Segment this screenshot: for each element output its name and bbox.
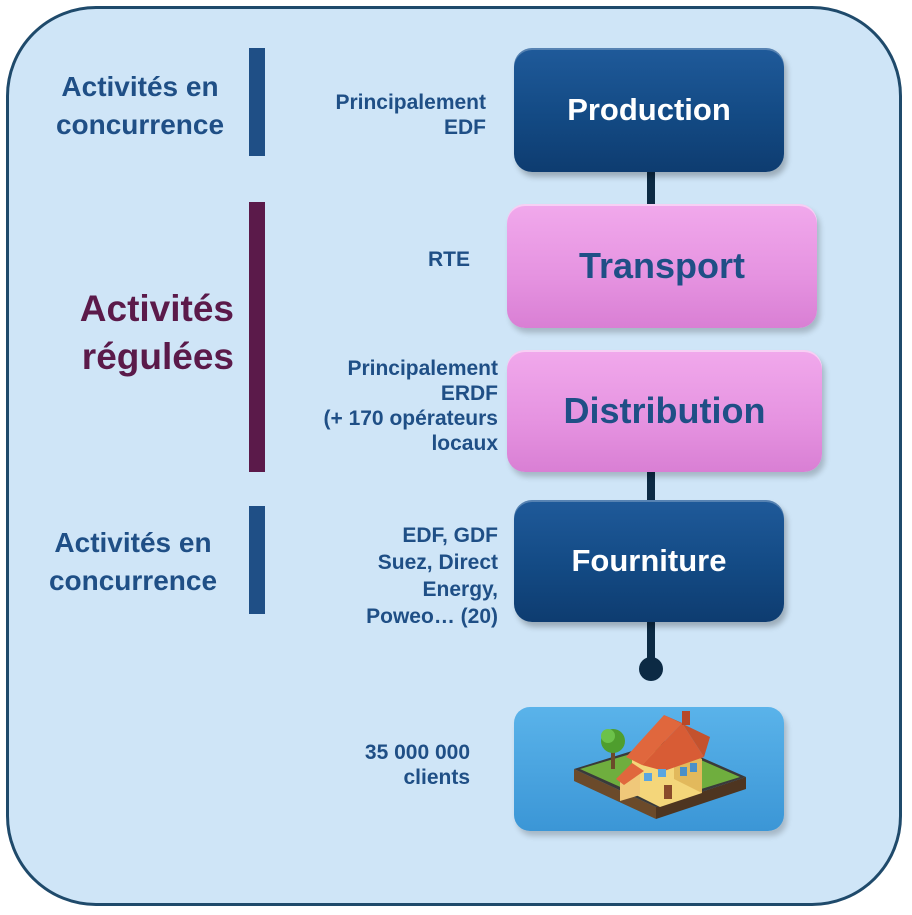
box-transport: Transport	[507, 204, 817, 328]
connector-end-dot	[639, 657, 663, 681]
box-production: Production	[514, 48, 784, 172]
connector-fourniture-clients	[647, 620, 655, 668]
box-fourniture: Fourniture	[514, 500, 784, 622]
connector-distribution-fourniture	[647, 470, 655, 500]
clients-house-card	[514, 707, 784, 831]
connector-production-transport	[647, 172, 655, 206]
bar-regulated	[249, 202, 265, 472]
label-competitive-bottom: Activités en concurrence	[48, 527, 218, 596]
desc-fourniture: EDF, GDF Suez, Direct Energy, Poweo… (20…	[366, 524, 498, 628]
bar-competitive-top	[249, 48, 265, 156]
label-competitive-top: Activités en concurrence	[55, 71, 225, 140]
desc-distribution: Principalement ERDF (+ 170 opérateurs lo…	[323, 357, 498, 455]
desc-transport: RTE	[428, 248, 470, 271]
house-icon	[574, 711, 746, 819]
label-regulated: Activités régulées	[79, 288, 234, 377]
box-distribution: Distribution	[507, 350, 822, 472]
desc-production: Principalement EDF	[335, 91, 486, 139]
desc-clients: 35 000 000 clients	[364, 741, 470, 789]
bar-competitive-bottom	[249, 506, 265, 614]
